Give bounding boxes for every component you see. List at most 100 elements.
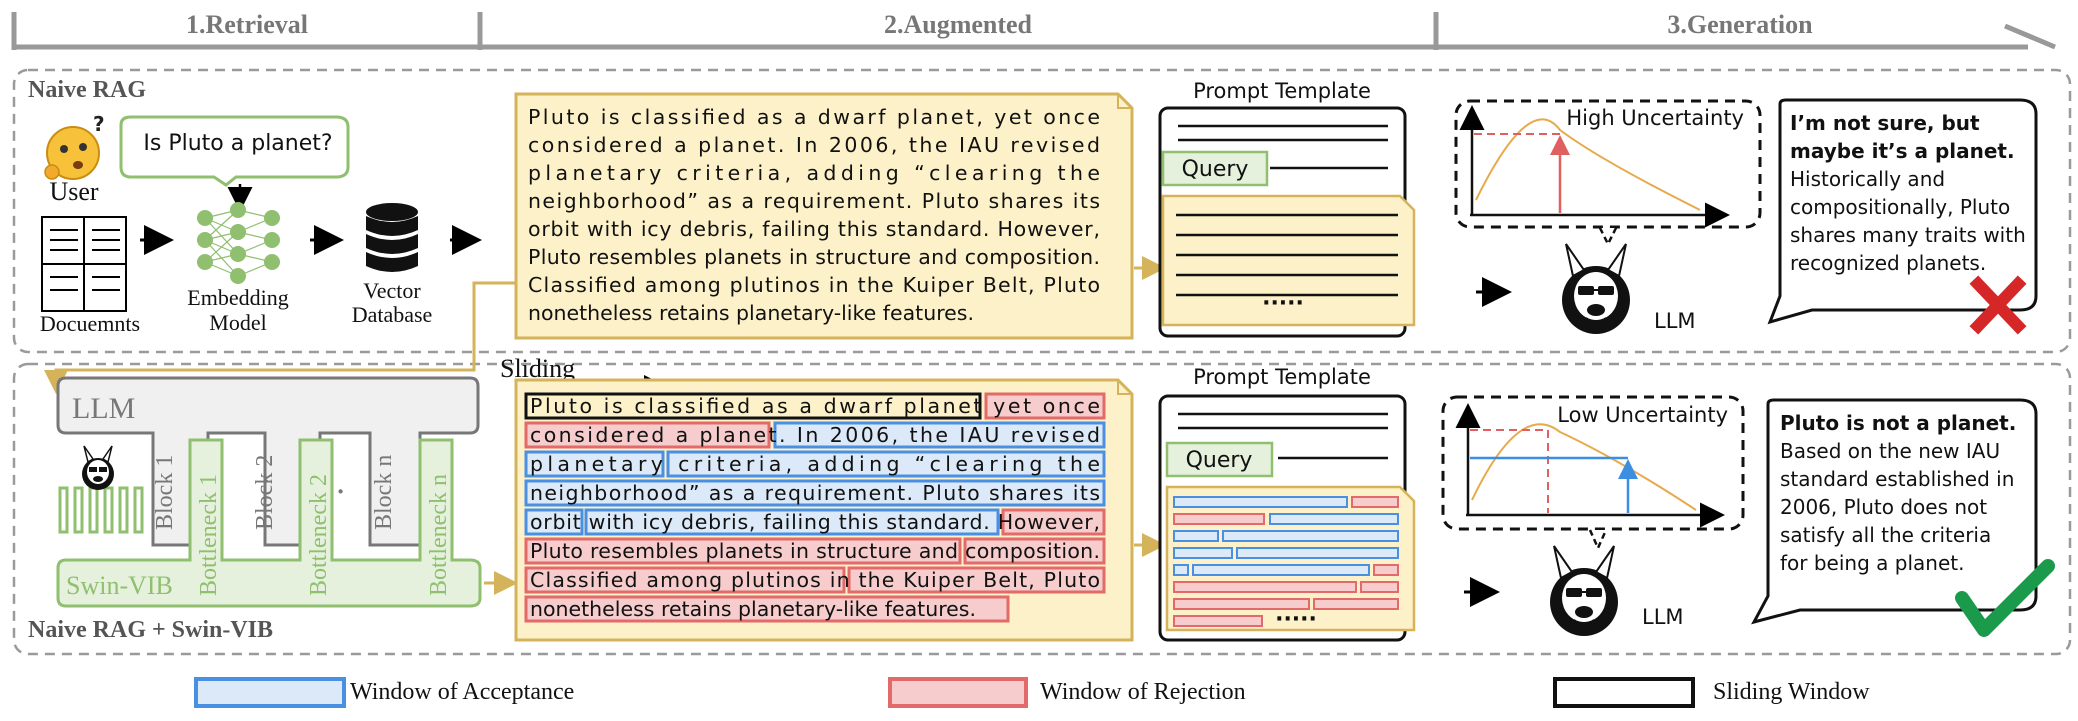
wrong-cross-icon — [1969, 275, 2027, 335]
query-bubble: Is Pluto a planet? — [119, 115, 350, 187]
database-icon — [366, 203, 418, 272]
vector-db-label-line2: Database — [352, 302, 433, 327]
swin-ellipsis: ····· — [1275, 607, 1317, 632]
swin-answer-bubble — [1751, 398, 2038, 625]
swin-answer-text: Pluto is not a planet. Based on the new … — [1780, 411, 2016, 575]
block-n-label: Block n — [371, 455, 397, 530]
llm-box — [56, 376, 480, 547]
naive-uncertainty-plot — [1454, 99, 1762, 229]
acceptance-window — [524, 450, 665, 478]
naive-passage-line: neighborhood” as a requirement. Pluto sh… — [528, 189, 1100, 213]
user-label: User — [49, 177, 98, 206]
swin-llm-label: LLM — [1642, 605, 1684, 629]
naive-rag-title: Naive RAG — [28, 77, 146, 103]
naive-passage-line: Pluto is classified as a dwarf planet, y… — [528, 105, 1100, 129]
rejection-window — [524, 566, 846, 594]
stage-header: 1.Retrieval 2.Augmented 3.Generation — [11, 10, 2056, 50]
acceptance-window — [524, 479, 1106, 507]
swin-answer-line: Based on the new IAU — [1780, 439, 2000, 463]
naive-passage-line: orbit with icy debris, failing this stan… — [528, 217, 1100, 241]
swin-llm-llama-icon — [1550, 545, 1618, 636]
naive-ellipsis: ····· — [1262, 291, 1304, 316]
stage-augmented: 2.Augmented — [884, 10, 1033, 39]
swin-query-label: Query — [1186, 448, 1253, 473]
naive-answer-line: recognized planets. — [1790, 251, 1986, 275]
query-bubble-text: Is Pluto a planet? — [143, 131, 332, 156]
rejection-window — [984, 392, 1106, 420]
naive-passage-line: nonetheless retains planetary-like featu… — [528, 301, 974, 325]
swin-passage-line: Pluto resembles planets in structure and… — [530, 539, 1100, 563]
swin-passage-line: considered a planet. In 2006, the IAU re… — [530, 423, 1100, 447]
rejection-window — [963, 537, 1106, 565]
naive-passage-text: Pluto is classified as a dwarf planet, y… — [528, 105, 1100, 325]
swin-passage-line: neighborhood” as a requirement. Pluto sh… — [530, 481, 1100, 505]
sliding-label: Sliding — [500, 354, 575, 383]
legend-sliding-swatch — [1553, 677, 1695, 708]
user-emoji-icon: ? — [44, 112, 105, 180]
naive-rag-panel — [12, 68, 2072, 354]
swin-answer-line: for being a planet. — [1780, 551, 1964, 575]
acceptance-window — [584, 508, 1000, 536]
swin-answer-line: standard established in — [1780, 467, 2014, 491]
naive-prompt-title: Prompt Template — [1193, 79, 1371, 103]
rejection-window — [847, 566, 1106, 594]
swin-passage-line: Pluto is classified as a dwarf planet ye… — [530, 394, 1100, 418]
swin-llama-icon — [82, 445, 114, 490]
swin-rag-panel — [12, 362, 2072, 656]
naive-passage-line: considered a planet. In 2006, the IAU re… — [528, 133, 1100, 157]
acceptance-window — [773, 421, 1106, 449]
legend-acceptance-swatch — [194, 677, 346, 708]
swin-passage-line: planetary criteria, adding “clearing the — [530, 452, 1100, 476]
block-1-label: Block 1 — [152, 455, 178, 530]
stage-generation: 3.Generation — [1667, 10, 1813, 39]
documents-icon — [41, 216, 127, 312]
naive-passage-line: Pluto resembles planets in structure and… — [528, 245, 1100, 269]
rejection-window — [1001, 508, 1106, 536]
naive-passage-line: Classified among plutinos in the Kuiper … — [528, 273, 1100, 297]
swin-uncertainty-label: Low Uncertainty — [1557, 403, 1728, 427]
legend-sliding-label: Sliding Window — [1713, 679, 1870, 705]
swin-answer-line: 2006, Pluto does not — [1780, 495, 1987, 519]
rejection-window — [524, 421, 771, 449]
sliding-window — [524, 392, 982, 420]
stage-retrieval: 1.Retrieval — [186, 10, 308, 39]
swin-prompt-title: Prompt Template — [1193, 365, 1371, 389]
swin-answer-line: satisfy all the criteria — [1780, 523, 1991, 547]
naive-answer-bubble — [1767, 98, 2038, 325]
rejection-window — [524, 537, 962, 565]
naive-answer-line: Historically and — [1790, 167, 1945, 191]
vector-db-label-line1: Vector — [363, 278, 421, 303]
bottleneck-n-label: Bottleneck n — [426, 474, 452, 596]
legend-rejection-swatch — [888, 677, 1028, 708]
swin-passage-line: Classified among plutinos in the Kuiper … — [530, 568, 1100, 592]
acceptance-window — [666, 450, 1106, 478]
acceptance-window — [524, 508, 584, 536]
svg-text:?: ? — [93, 112, 105, 136]
legend-acceptance-label: Window of Acceptance — [350, 679, 574, 705]
swin-vib-box — [56, 438, 482, 608]
legend-rejection-label: Window of Rejection — [1040, 679, 1246, 705]
naive-answer-line: maybe it’s a planet. — [1790, 139, 2015, 163]
bottleneck-2-label: Bottleneck 2 — [306, 474, 332, 596]
documents-label: Docuemnts — [40, 311, 140, 336]
naive-passage-card — [514, 92, 1134, 340]
bottleneck-1-label: Bottleneck 1 — [196, 474, 222, 596]
naive-passage-line: planetary criteria, adding “clearing the — [528, 161, 1100, 185]
swin-passage-line: orbit with icy debris, failing this stan… — [530, 510, 1100, 534]
naive-answer-line: shares many traits with — [1790, 223, 2026, 247]
naive-answer-text: I’m not sure, but maybe it’s a planet. H… — [1790, 111, 2026, 275]
llm-box-label: LLM — [72, 392, 135, 425]
swin-passage-line: nonetheless retains planetary-like featu… — [530, 597, 976, 621]
naive-uncertainty-label: High Uncertainty — [1566, 106, 1744, 130]
naive-answer-line: I’m not sure, but — [1790, 111, 1980, 135]
swin-vib-label: Swin-VIB — [66, 571, 173, 600]
naive-llm-llama-icon — [1562, 243, 1630, 334]
bottleneck-bars-icon — [58, 486, 144, 534]
naive-answer-line: compositionally, Pluto — [1790, 195, 2010, 219]
swin-passage-text: Pluto is classified as a dwarf planet ye… — [530, 394, 1100, 621]
rejection-window — [524, 595, 1010, 623]
window-highlights — [524, 392, 1106, 623]
swin-uncertainty-plot — [1441, 395, 1745, 531]
